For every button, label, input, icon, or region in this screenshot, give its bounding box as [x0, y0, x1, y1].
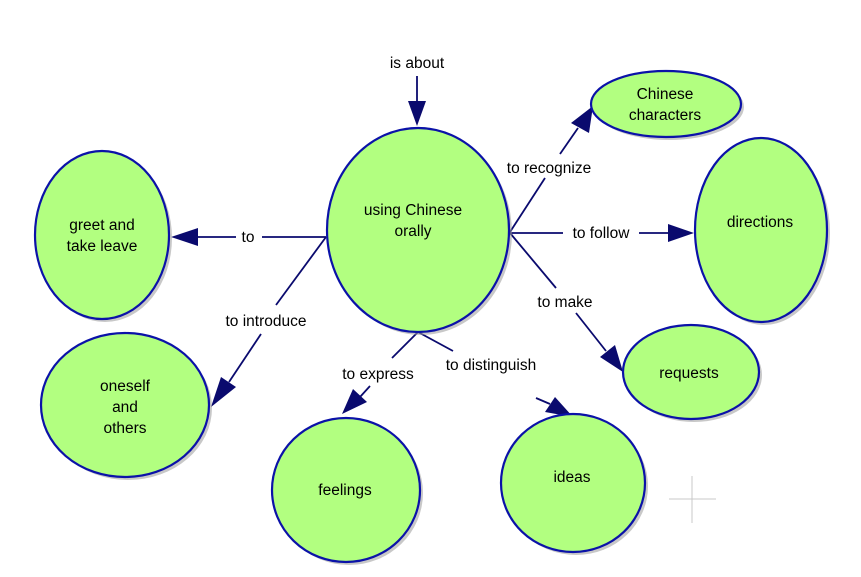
- is-about-label: is about: [390, 55, 445, 72]
- oneself-label-line3: others: [103, 420, 146, 437]
- to-arrowhead: [171, 228, 198, 246]
- central-label-line1: using Chinese: [364, 202, 462, 219]
- node-requests[interactable]: requests: [621, 323, 762, 422]
- to-make-edge-a: [509, 232, 557, 289]
- directions-label: directions: [727, 214, 794, 231]
- to-express-edge-a: [391, 331, 419, 359]
- greet-ellipse[interactable]: [33, 149, 171, 321]
- oneself-label-line1: oneself: [100, 378, 151, 395]
- to-recognize-label: to recognize: [507, 160, 591, 177]
- feelings-ellipse[interactable]: [270, 416, 422, 564]
- directions-ellipse[interactable]: [693, 136, 829, 324]
- oneself-ellipse[interactable]: [39, 331, 211, 479]
- chinese-characters-label-line1: Chinese: [637, 86, 694, 103]
- to-introduce-edge-b: [228, 333, 262, 383]
- to-label: to: [242, 229, 255, 246]
- to-distinguish-edge-a: [417, 331, 454, 352]
- feelings-label: feelings: [318, 482, 372, 499]
- greet-label-line2: take leave: [67, 238, 138, 255]
- edges: [171, 76, 694, 417]
- to-express-edge-b: [359, 385, 371, 398]
- to-recognize-arrowhead: [571, 106, 593, 133]
- to-express-label: to express: [342, 366, 414, 383]
- to-make-arrowhead: [600, 345, 623, 372]
- requests-ellipse[interactable]: [621, 323, 761, 421]
- to-distinguish-arrowhead: [545, 397, 573, 417]
- node-directions[interactable]: directions: [693, 136, 830, 325]
- chinese-characters-label-line2: characters: [629, 107, 702, 124]
- node-feelings[interactable]: feelings: [270, 416, 423, 565]
- node-ideas[interactable]: ideas: [499, 412, 648, 555]
- to-distinguish-edge-b: [535, 397, 551, 405]
- to-distinguish-label: to distinguish: [446, 357, 536, 374]
- edge-labels: is about to recognize to follow to make …: [226, 55, 631, 383]
- to-make-edge-b: [575, 312, 607, 352]
- to-make-label: to make: [537, 294, 592, 311]
- to-recognize-edge-a: [509, 177, 546, 233]
- to-follow-arrowhead: [668, 224, 694, 242]
- requests-label: requests: [659, 365, 719, 382]
- to-introduce-arrowhead: [211, 377, 236, 407]
- central-ellipse[interactable]: [325, 126, 511, 334]
- to-express-arrowhead: [342, 389, 367, 414]
- ideas-label: ideas: [553, 469, 590, 486]
- node-greet[interactable]: greet and take leave: [33, 149, 172, 322]
- to-introduce-edge-a: [275, 236, 327, 306]
- crosshair-cursor-icon: [669, 476, 716, 523]
- is-about-arrowhead: [408, 101, 426, 126]
- to-recognize-edge-b: [559, 127, 579, 155]
- greet-label-line1: greet and: [69, 217, 135, 234]
- to-introduce-label: to introduce: [226, 313, 307, 330]
- to-follow-label: to follow: [573, 225, 631, 242]
- chinese-characters-ellipse[interactable]: [589, 69, 743, 139]
- ideas-ellipse[interactable]: [499, 412, 647, 554]
- node-oneself[interactable]: oneself and others: [39, 331, 212, 480]
- oneself-label-line2: and: [112, 399, 138, 416]
- node-chinese-characters[interactable]: Chinese characters: [589, 69, 744, 140]
- node-central[interactable]: using Chinese orally: [325, 126, 512, 335]
- central-label-line2: orally: [394, 223, 431, 240]
